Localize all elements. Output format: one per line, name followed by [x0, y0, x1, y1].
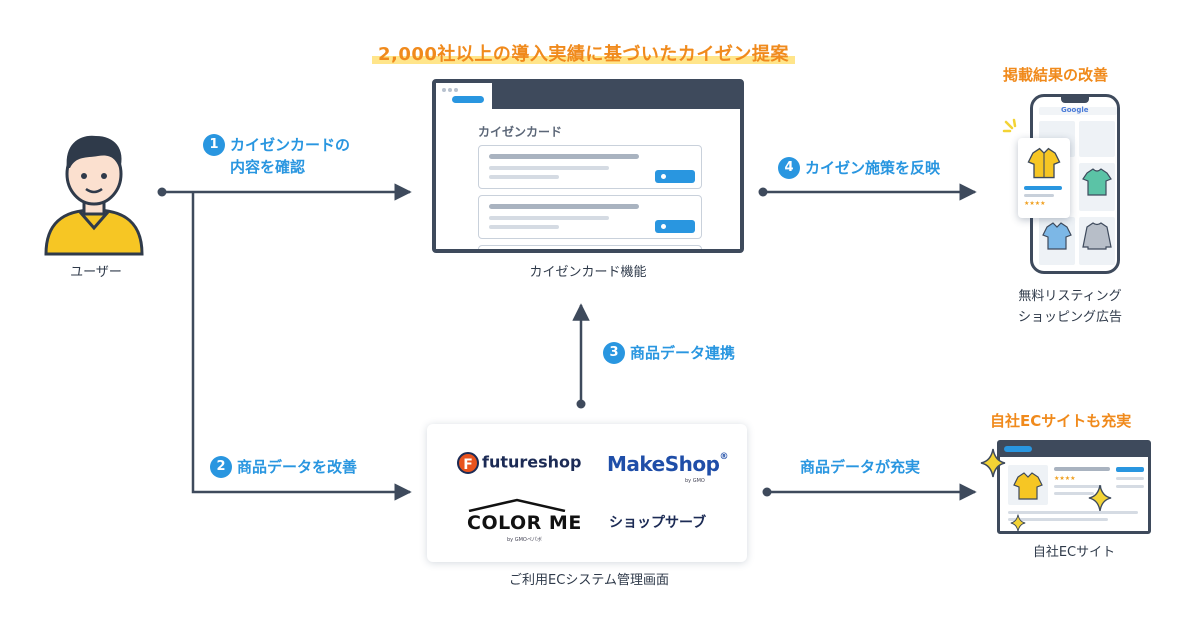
step3-label: 3 商品データ連携 [603, 342, 735, 364]
kaizen-card-button[interactable] [655, 170, 695, 183]
user-label: ユーザー [70, 265, 122, 280]
step2-label: 2 商品データを改善 [210, 456, 357, 478]
kaizen-card-button[interactable] [655, 220, 695, 233]
listing-caption: 無料リスティング ショッピング広告 [1017, 289, 1122, 325]
highlight-rays-icon [1002, 118, 1017, 133]
kaizen-card-monitor: カイゼンカード [432, 79, 744, 253]
colorme-roof-icon [468, 498, 566, 512]
makeshop-logo: MakeShop® [607, 452, 728, 476]
user-shirt [44, 208, 144, 256]
grey-sweater-icon [1082, 222, 1112, 250]
kaizen-screen-title: カイゼンカード [478, 125, 563, 139]
step2-number: 2 [210, 456, 232, 478]
yellow-shirt-icon [1027, 147, 1061, 179]
sparkle-icon [1010, 514, 1026, 532]
step3-number: 3 [603, 342, 625, 364]
makeshop-by: by GMO [685, 478, 705, 484]
ec-rating-stars: ★★★★ [1054, 475, 1076, 482]
systems-caption: ご利用ECシステム管理画面 [509, 573, 669, 588]
arrow-user-to-systems [191, 192, 412, 501]
green-tshirt-icon [1082, 168, 1112, 196]
sparkle-icon [1088, 484, 1112, 512]
step4-label: 4 カイゼン施策を反映 [778, 157, 940, 179]
step4-number: 4 [778, 157, 800, 179]
step1-line2: 内容を確認 [230, 158, 306, 176]
blue-shirt-icon [1042, 222, 1072, 250]
futureshop-badge: F [457, 452, 479, 474]
ec-yellow-shirt-icon [1013, 472, 1043, 500]
colorme-by: by GMOペパボ [507, 537, 542, 543]
shopserve-logo: ショップサーブ [609, 515, 707, 531]
step1-line1: カイゼンカードの [230, 136, 351, 154]
step5-label: 商品データが充実 [800, 458, 921, 476]
step3-text: 商品データ連携 [630, 344, 736, 362]
user-hair [66, 135, 122, 170]
headline: 2,000社以上の導入実績に基づいたカイゼン提案 [372, 40, 795, 66]
google-logo: Google [1061, 106, 1089, 114]
user-illustration [44, 135, 144, 256]
sparkle-icon [980, 448, 1006, 478]
kaizen-caption: カイゼンカード機能 [529, 265, 647, 280]
step1-number: 1 [203, 134, 225, 156]
product-rating-stars: ★★★★ [1024, 200, 1046, 207]
colorme-logo: COLOR ME [467, 512, 582, 534]
step4-text: カイゼン施策を反映 [805, 159, 941, 177]
kaizen-card-item [478, 145, 702, 189]
ec-site-browser: ★★★★ [997, 440, 1151, 534]
kaizen-card-item [478, 195, 702, 239]
step2-text: 商品データを改善 [237, 458, 358, 476]
step1-label: 1 カイゼンカードの 内容を確認 [203, 134, 350, 178]
listing-title: 掲載結果の改善 [1003, 66, 1109, 84]
kaizen-card-item [478, 245, 702, 249]
ec-caption: 自社ECサイト [1032, 545, 1116, 560]
highlighted-product-card: ★★★★ [1018, 138, 1070, 218]
ec-title: 自社ECサイトも充実 [990, 412, 1132, 430]
monitor-top-bar [436, 83, 740, 109]
